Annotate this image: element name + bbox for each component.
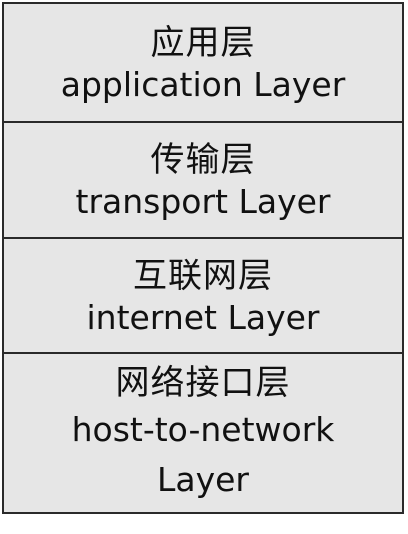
- layer-transport: 传输层 transport Layer: [4, 123, 402, 239]
- layer-label-en: application Layer: [60, 64, 346, 104]
- layer-label-zh: 应用层: [150, 22, 256, 63]
- layer-label-zh: 传输层: [150, 140, 256, 180]
- layer-application: 应用层 application Layer: [4, 4, 402, 123]
- layer-label-en: host-to-network Layer: [71, 410, 335, 499]
- layer-label-zh: 网络接口层: [115, 363, 291, 403]
- layer-internet: 互联网层 internet Layer: [4, 239, 402, 354]
- layer-label-zh: 互联网层: [133, 255, 273, 296]
- layer-host-to-network: 网络接口层 host-to-network Layer: [4, 354, 402, 512]
- tcpip-layer-diagram: 应用层 application Layer 传输层 transport Laye…: [2, 2, 404, 514]
- layer-label-en: transport Layer: [75, 182, 331, 221]
- layer-label-en: internet Layer: [86, 297, 320, 337]
